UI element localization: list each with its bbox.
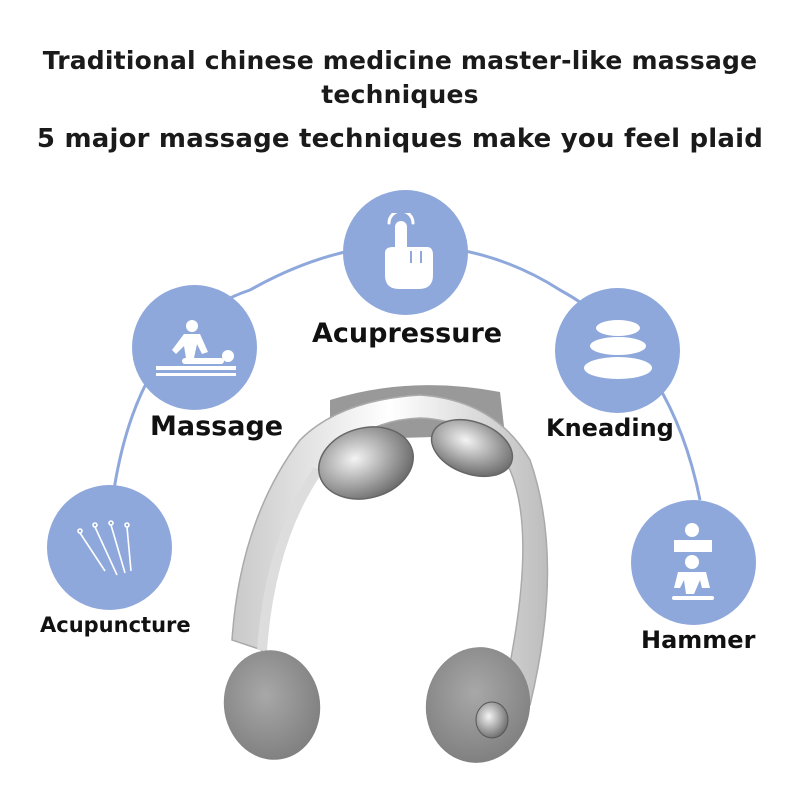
acupuncture-label: Acupuncture — [40, 613, 191, 637]
acupressure-label: Acupressure — [312, 318, 503, 349]
acupressure-circle — [343, 190, 468, 315]
massage-table-icon — [155, 319, 236, 376]
finger-press-icon — [384, 212, 433, 289]
massage-label: Massage — [150, 411, 284, 442]
stacked-stones-icon — [583, 319, 652, 379]
headline: Traditional chinese medicine master-like… — [42, 46, 758, 109]
hammer-massage-icon — [671, 522, 714, 600]
kneading-label: Kneading — [546, 414, 674, 442]
hammer-circle — [631, 500, 756, 625]
acupuncture-circle — [47, 485, 172, 610]
needles-icon — [76, 519, 132, 575]
massage-circle — [132, 285, 257, 410]
subheadline: 5 major massage techniques make you feel… — [36, 124, 764, 154]
kneading-circle — [555, 288, 680, 413]
hammer-label: Hammer — [641, 626, 756, 654]
